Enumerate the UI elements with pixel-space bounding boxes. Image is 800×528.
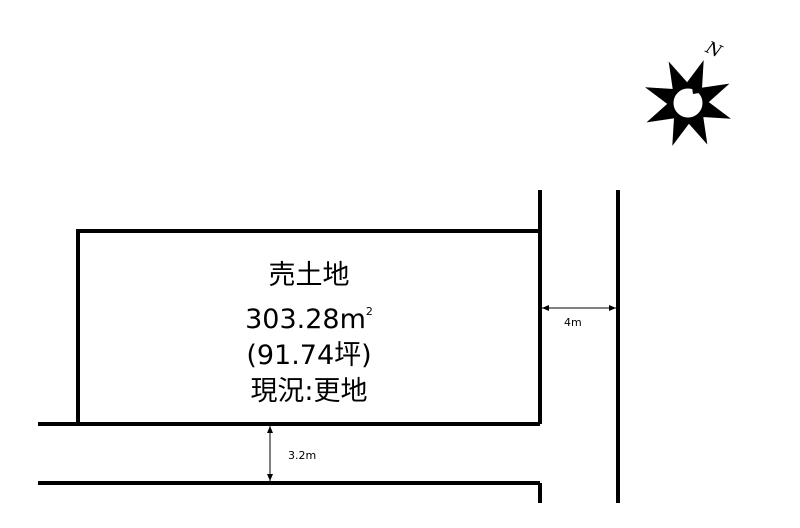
lot-area-value: 303.28 bbox=[245, 304, 340, 335]
north-arrow-sun-icon bbox=[645, 60, 731, 146]
east-road-width-label: 4m bbox=[564, 316, 582, 329]
lot-area: 303.28m2 bbox=[78, 294, 540, 338]
lot-area-unit: m bbox=[339, 304, 366, 335]
lot-title: 売土地 bbox=[268, 260, 350, 291]
north-pointer bbox=[692, 87, 699, 94]
lot-label: 売土地 303.28m2 (91.74坪) 現況:更地 bbox=[78, 258, 540, 410]
east-dim-arrow-left bbox=[542, 305, 549, 311]
south-road-width-label: 3.2m bbox=[288, 449, 317, 462]
east-dim-arrow-right bbox=[609, 305, 616, 311]
lot-area-unit-sup: 2 bbox=[365, 305, 373, 318]
lot-area-tsubo: (91.74坪) bbox=[246, 340, 372, 371]
south-dim-arrow-bottom bbox=[267, 474, 273, 481]
south-dim-arrow-top bbox=[267, 426, 273, 433]
lot-status: 現況:更地 bbox=[250, 376, 368, 407]
